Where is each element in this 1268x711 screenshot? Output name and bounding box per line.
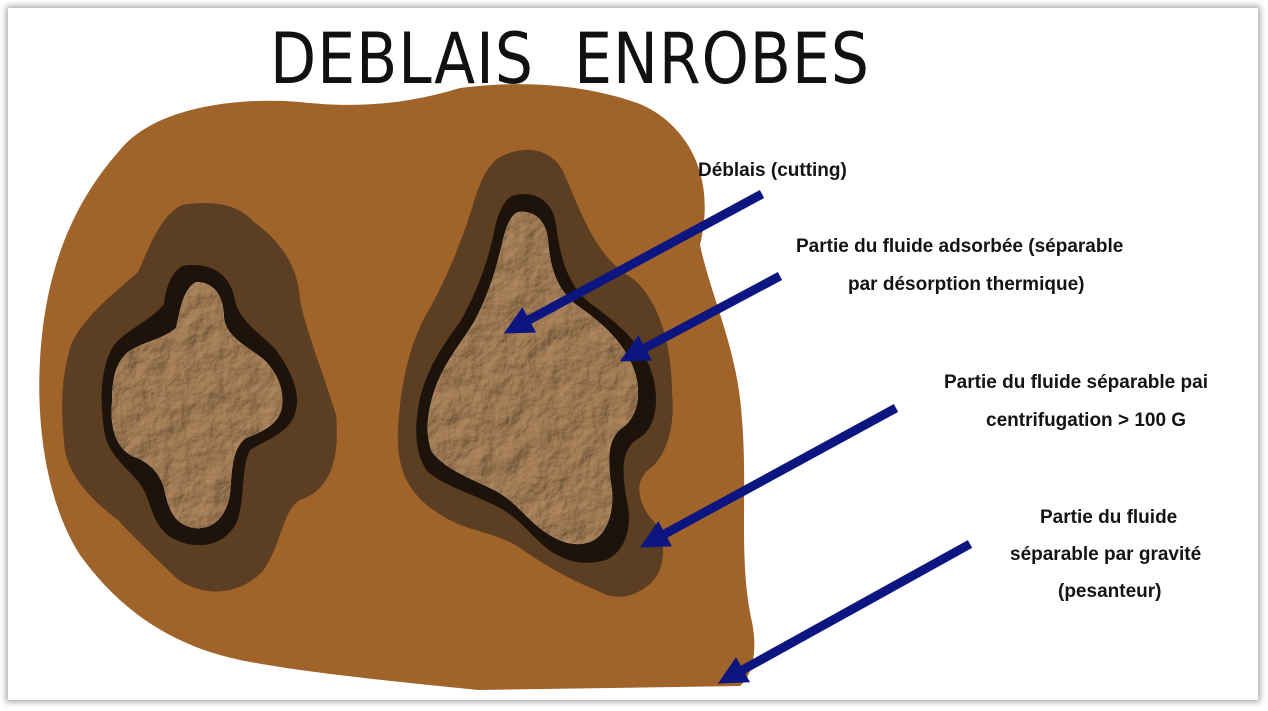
gravity-arrow xyxy=(728,544,970,678)
centrifugation-label-line2: centrifugation > 100 G xyxy=(986,406,1186,436)
adsorbed-label-line2: par désorption thermique) xyxy=(848,270,1084,300)
gravity-label-line1: Partie du fluide xyxy=(1040,503,1177,533)
centrifugation-label-line1: Partie du fluide séparable pai xyxy=(944,368,1208,398)
diagram-title: DEBLAIS ENROBES xyxy=(0,18,1140,101)
cutting-label: Déblais (cutting) xyxy=(698,156,847,186)
gravity-label-line2: séparable par gravité xyxy=(1010,540,1201,570)
gravity-label-line3: (pesanteur) xyxy=(1058,577,1161,607)
adsorbed-label-line1: Partie du fluide adsorbée (séparable xyxy=(796,232,1123,262)
